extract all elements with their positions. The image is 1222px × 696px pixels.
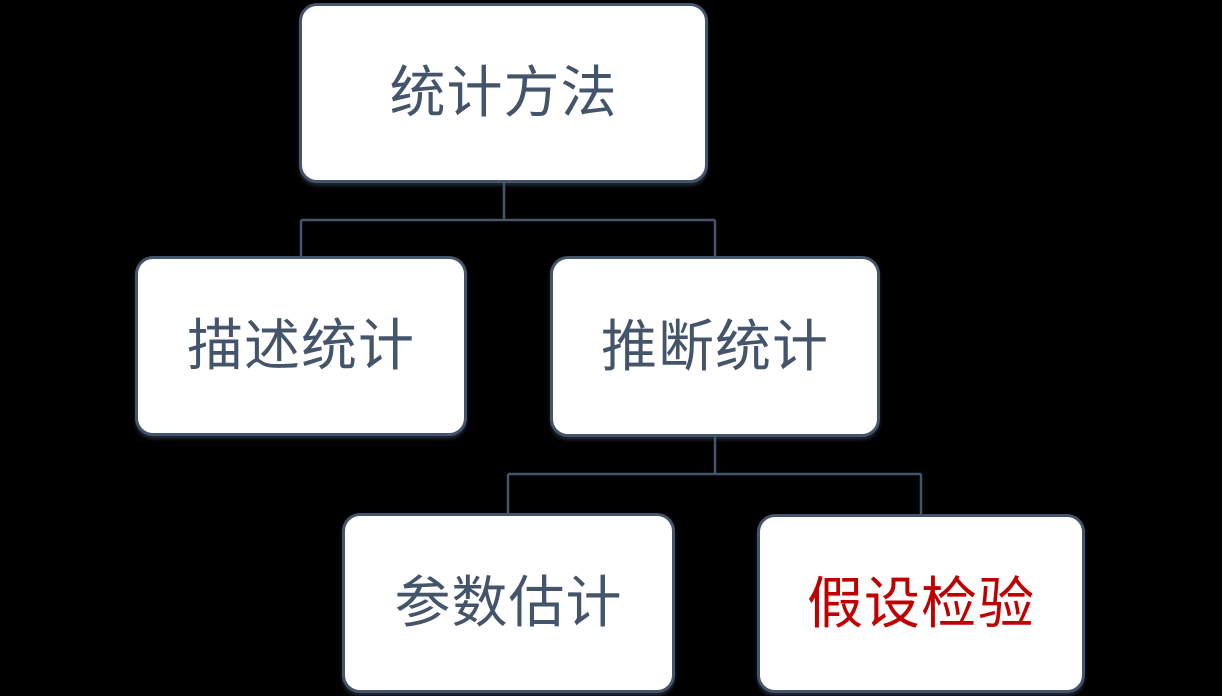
node-hypothesis-testing[interactable]: 假设检验 [757,514,1085,693]
node-statistical-methods-label: 统计方法 [389,61,618,124]
node-statistical-methods[interactable]: 统计方法 [299,3,708,183]
node-descriptive-statistics-label: 描述统计 [187,314,415,377]
node-descriptive-statistics[interactable]: 描述统计 [135,256,467,436]
node-parameter-estimation[interactable]: 参数估计 [342,513,675,693]
node-inferential-statistics[interactable]: 推断统计 [550,256,880,437]
elbow-connector-inferential-children [506,437,923,514]
elbow-connector-root-children [299,183,717,256]
node-hypothesis-testing-label: 假设检验 [807,571,1035,635]
node-inferential-statistics-label: 推断统计 [601,314,829,378]
node-parameter-estimation-label: 参数估计 [394,571,623,634]
